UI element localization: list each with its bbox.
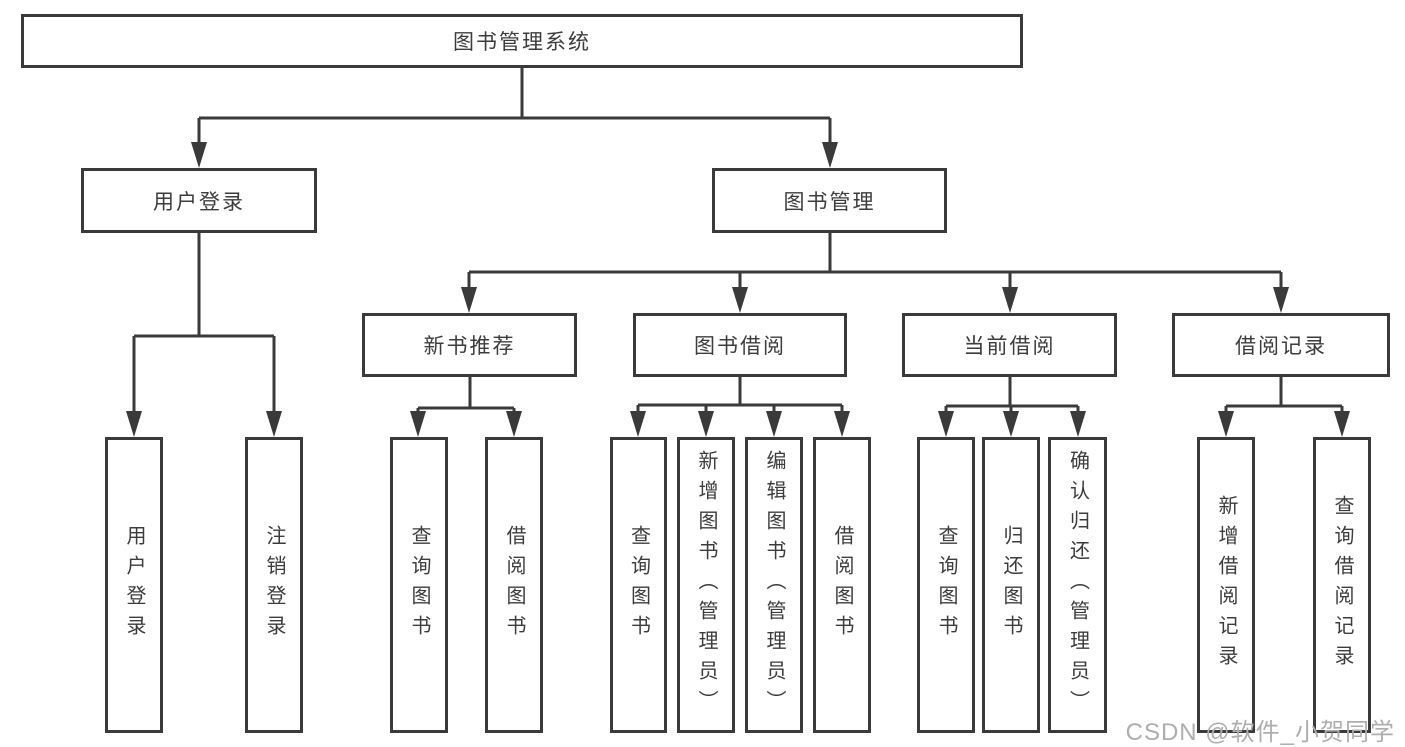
leaf-bb-add-books-admin-label: 新增图书（管理员） [695,450,717,720]
node-user-login-label: 用户登录 [153,190,245,214]
leaf-rec-borrow-books-label: 借阅图书 [503,525,525,645]
node-root: 图书管理系统 [21,14,1023,68]
leaf-bb-add-books-admin: 新增图书（管理员） [677,437,735,733]
leaf-logout-label: 注销登录 [263,525,285,645]
leaf-br-add-record: 新增借阅记录 [1197,437,1255,733]
leaf-bb-edit-books-admin: 编辑图书（管理员） [745,437,803,733]
leaf-rec-query-books: 查询图书 [390,437,448,733]
csdn-watermark: CSDN @软件_小贺同学 [1125,719,1395,746]
leaf-br-add-record-label: 新增借阅记录 [1215,495,1237,675]
node-current-borrow-label: 当前借阅 [963,335,1056,358]
leaf-cb-query-books-label: 查询图书 [935,525,957,645]
leaf-br-query-record-label: 查询借阅记录 [1331,495,1353,675]
leaf-bb-edit-books-admin-label: 编辑图书（管理员） [763,450,785,720]
node-new-book-recommend-label: 新书推荐 [423,335,516,358]
leaf-cb-return-books: 归还图书 [982,437,1040,733]
node-user-login: 用户登录 [81,168,317,233]
node-book-borrow-label: 图书借阅 [694,335,786,358]
leaf-cb-query-books: 查询图书 [917,437,975,733]
leaf-rec-query-books-label: 查询图书 [408,525,430,645]
leaf-bb-borrow-books-label: 借阅图书 [831,525,853,645]
node-book-borrow: 图书借阅 [633,313,847,377]
node-book-management-label: 图书管理 [783,190,876,214]
leaf-cb-confirm-return-admin: 确认归还（管理员） [1048,437,1107,733]
node-borrow-records-label: 借阅记录 [1235,335,1327,358]
leaf-br-query-record: 查询借阅记录 [1313,437,1371,733]
node-borrow-records: 借阅记录 [1172,313,1390,377]
leaf-rec-borrow-books: 借阅图书 [485,437,543,733]
leaf-logout: 注销登录 [245,437,303,733]
node-book-management: 图书管理 [712,168,947,233]
node-current-borrow: 当前借阅 [902,313,1117,377]
leaf-bb-query-books-label: 查询图书 [627,525,650,645]
node-new-book-recommend: 新书推荐 [362,313,577,377]
node-root-label: 图书管理系统 [453,31,591,54]
leaf-cb-return-books-label: 归还图书 [1000,525,1022,645]
leaf-cb-confirm-return-admin-label: 确认归还（管理员） [1066,450,1089,720]
leaf-bb-borrow-books: 借阅图书 [813,437,871,733]
leaf-user-login-label: 用户登录 [123,525,145,645]
leaf-bb-query-books: 查询图书 [610,437,667,733]
leaf-user-login: 用户登录 [105,437,163,733]
